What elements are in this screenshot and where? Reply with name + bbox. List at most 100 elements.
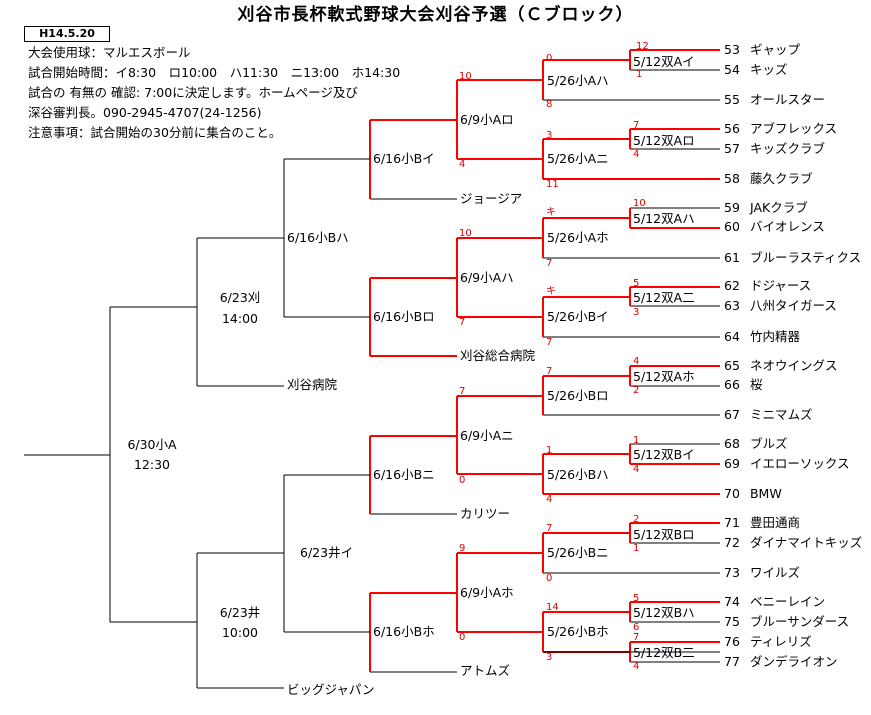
- team-72: 72 ダイナマイトキッズ: [724, 535, 863, 550]
- score: 1: [633, 543, 640, 554]
- score: 7: [459, 317, 466, 328]
- match-r5-2: 6/23井イ: [300, 545, 354, 560]
- semi-1-time: 14:00: [221, 311, 259, 326]
- final-time: 12:30: [133, 457, 171, 472]
- team-58: 58 藤久クラブ: [724, 171, 813, 186]
- page-title: 刈谷市長杯軟式野球大会刈谷予選（Ｃブロック）: [237, 5, 634, 25]
- score: 3: [633, 307, 640, 318]
- score: 2: [633, 385, 640, 396]
- match-r2-5: 5/26小Bロ: [547, 388, 609, 403]
- team-75: 75 ブルーサンダース: [724, 614, 850, 629]
- seed-big-japan: ビッグジャパン: [287, 682, 375, 697]
- score: 0: [459, 475, 466, 486]
- match-r1-9: 5/12双B二: [633, 645, 695, 660]
- team-69: 69 イエローソックス: [724, 456, 850, 471]
- match-r4-2: 6/16小Bロ: [373, 309, 435, 324]
- match-r2-7: 5/26小Bニ: [547, 545, 609, 560]
- match-r2-2: 5/26小Aニ: [547, 151, 609, 166]
- team-66: 66 桜: [724, 377, 763, 392]
- team-60: 60 バイオレンス: [724, 219, 825, 234]
- seed-atoms: アトムズ: [460, 663, 511, 678]
- team-61: 61 ブルーラスティクス: [724, 250, 862, 265]
- match-r1-3: 5/12双Aハ: [633, 211, 695, 226]
- match-r3-2: 6/9小Aハ: [460, 270, 514, 285]
- score: 4: [546, 494, 553, 505]
- score: 7: [546, 366, 553, 377]
- semi-2-time: 10:00: [221, 625, 259, 640]
- team-63: 63 八州タイガース: [724, 298, 837, 313]
- note-ball: 大会使用球：マルエスボール: [28, 45, 191, 60]
- score: 6: [633, 622, 640, 633]
- score: 9: [459, 543, 466, 554]
- team-68: 68 ブルズ: [724, 436, 788, 451]
- score: 4: [633, 661, 640, 672]
- team-71: 71 豊田通商: [724, 515, 800, 530]
- score: 0: [459, 632, 466, 643]
- notes: 大会使用球：マルエスボール 試合開始時間：イ8:30 ロ10:00 ハ11:30…: [28, 43, 400, 143]
- team-56: 56 アブフレックス: [724, 121, 838, 136]
- note-umpire: 深谷審判長。090-2945-4707(24-1256): [28, 105, 262, 120]
- date-box: H14.5.20: [24, 26, 110, 42]
- final-date: 6/30小A: [127, 437, 177, 452]
- score: 14: [546, 602, 559, 613]
- match-r4-4: 6/16小Bホ: [373, 624, 435, 639]
- score: 1: [633, 435, 640, 446]
- seed-georgia: ジョージア: [460, 191, 523, 206]
- match-r1-6: 5/12双Bイ: [633, 447, 695, 462]
- match-r2-3: 5/26小Aホ: [547, 230, 609, 245]
- score: 10: [459, 71, 472, 82]
- score: キ: [546, 207, 556, 218]
- score: 7: [546, 258, 553, 269]
- score: 11: [546, 179, 559, 190]
- seed-kariya-hospital: 刈谷病院: [287, 377, 338, 392]
- match-r3-1: 6/9小Aロ: [460, 112, 514, 127]
- score: 0: [546, 573, 553, 584]
- team-54: 54 キッズ: [724, 62, 788, 77]
- score: 12: [636, 41, 649, 52]
- match-r1-7: 5/12双Bロ: [633, 527, 695, 542]
- seed-kariya-general: 刈谷総合病院: [460, 348, 536, 363]
- match-r1-2: 5/12双Aロ: [633, 133, 695, 148]
- team-65: 65 ネオウイングス: [724, 358, 838, 373]
- semi-1-date: 6/23刈: [219, 290, 261, 305]
- team-57: 57 キッズクラブ: [724, 141, 825, 156]
- match-r3-4: 6/9小Aホ: [460, 585, 514, 600]
- score: 4: [633, 356, 640, 367]
- note-caution: 注意事項：試合開始の30分前に集合のこと。: [28, 125, 282, 140]
- match-r2-4: 5/26小Bイ: [547, 309, 609, 324]
- match-r5-1: 6/16小Bハ: [287, 230, 349, 245]
- match-r1-8: 5/12双Bハ: [633, 605, 695, 620]
- score: 5: [633, 278, 640, 289]
- team-53: 53 ギャップ: [724, 42, 800, 57]
- score: 7: [459, 386, 466, 397]
- team-55: 55 オールスター: [724, 92, 825, 107]
- score: 7: [633, 120, 640, 131]
- seed-karitsu: カリツー: [460, 506, 511, 521]
- match-r4-3: 6/16小Bニ: [373, 467, 435, 482]
- score: キ: [546, 286, 556, 297]
- score: 5: [633, 593, 640, 604]
- semi-2-date: 6/23井: [219, 605, 261, 620]
- match-r1-1: 5/12双Aイ: [633, 54, 695, 69]
- match-r4-1: 6/16小Bイ: [373, 151, 435, 166]
- score: 4: [633, 464, 640, 475]
- score: 3: [546, 130, 553, 141]
- match-r2-6: 5/26小Bハ: [547, 467, 609, 482]
- match-r3-3: 6/9小Aニ: [460, 428, 514, 443]
- team-62: 62 ドジャース: [724, 278, 812, 293]
- score: 2: [633, 514, 640, 525]
- score: 4: [633, 149, 640, 160]
- team-77: 77 ダンデライオン: [724, 654, 838, 669]
- team-70: 70 BMW: [724, 486, 782, 501]
- score: 7: [633, 632, 640, 643]
- team-74: 74 ベニーレイン: [724, 594, 825, 609]
- score: 10: [633, 198, 646, 209]
- team-76: 76 ティレリズ: [724, 634, 812, 649]
- score: 7: [546, 337, 553, 348]
- note-confirm: 試合の 有無の 確認: 7:00に決定します。ホームページ及び: [28, 85, 358, 100]
- score: 0: [546, 53, 553, 64]
- note-start-times: 試合開始時間：イ8:30 ロ10:00 ハ11:30 ニ13:00 ホ14:30: [28, 65, 401, 80]
- score: 1: [636, 69, 643, 80]
- score: 7: [546, 523, 553, 534]
